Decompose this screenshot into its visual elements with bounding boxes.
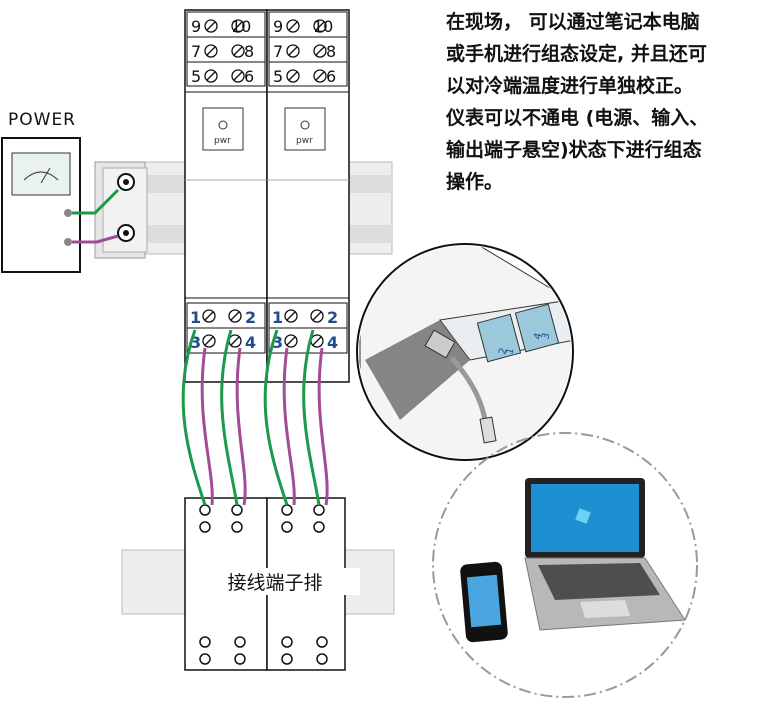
connector-label-1: 1 xyxy=(504,347,516,356)
terminal-2-m2: 2 xyxy=(327,308,338,327)
phone-icon xyxy=(460,561,508,643)
terminal-5-m2: 5 xyxy=(273,67,283,86)
description-line: 或手机进行组态设定, 并且还可 xyxy=(446,43,707,65)
description-line: 输出端子悬空)状态下进行组态 xyxy=(446,139,702,161)
terminal-7-m1: 7 xyxy=(191,42,201,61)
field-wires xyxy=(181,329,329,506)
description-text: 在现场， 可以通过笔记本电脑 或手机进行组态设定, 并且还可 以对冷端温度进行单… xyxy=(446,6,771,198)
terminal-4-m2: 4 xyxy=(327,333,338,352)
terminal-1-m2: 1 xyxy=(272,308,283,327)
description-line: 仪表可以不通电 (电源、输入、 xyxy=(446,107,709,129)
terminal-8-m1: 8 xyxy=(244,42,254,61)
connector-label-2: 2 xyxy=(497,347,509,356)
terminal-4-m1: 4 xyxy=(245,333,256,352)
power-supply xyxy=(1,137,81,273)
pwr-label-m1: pwr xyxy=(214,136,231,146)
power-wire-green xyxy=(72,188,120,215)
terminal-2-m1: 2 xyxy=(245,308,256,327)
description-line: 在现场， 可以通过笔记本电脑 xyxy=(446,11,700,33)
top-screw-icons xyxy=(204,19,327,83)
terminal-6-m2: 6 xyxy=(326,67,336,86)
usb-cable-icon xyxy=(424,329,497,444)
terminal-6-m1: 6 xyxy=(244,67,254,86)
meter-icon xyxy=(11,152,71,196)
terminal-10-m1: 10 xyxy=(231,17,251,36)
terminal-7-m2: 7 xyxy=(273,42,283,61)
description-line: 操作。 xyxy=(446,171,504,193)
terminal-9-m1: 9 xyxy=(191,17,201,36)
power-wire-purple xyxy=(72,234,119,244)
laptop-icon xyxy=(524,478,686,631)
connector-label-3: 3 xyxy=(540,332,552,341)
terminal-10-m2: 10 xyxy=(313,17,333,36)
terminal-strip-label: 接线端子排 xyxy=(190,568,360,595)
terminal-3-m1: 3 xyxy=(190,333,201,352)
power-label: POWER xyxy=(8,110,76,130)
power-terminal-plate xyxy=(94,161,148,259)
terminal-3-m2: 3 xyxy=(272,333,283,352)
terminal-1-m1: 1 xyxy=(190,308,201,327)
module-1 xyxy=(184,9,268,383)
bottom-screw-icons xyxy=(202,309,324,348)
module-2 xyxy=(266,9,350,383)
devices-dash-circle xyxy=(432,432,698,698)
description-line: 以对冷端温度进行单独校正。 xyxy=(446,75,694,97)
terminal-5-m1: 5 xyxy=(191,67,201,86)
pwr-label-m2: pwr xyxy=(296,136,313,146)
terminal-9-m2: 9 xyxy=(273,17,283,36)
connector-label-4: 4 xyxy=(532,332,544,341)
terminal-8-m2: 8 xyxy=(326,42,336,61)
zoom-detail: 2 1 4 3 xyxy=(356,243,574,461)
